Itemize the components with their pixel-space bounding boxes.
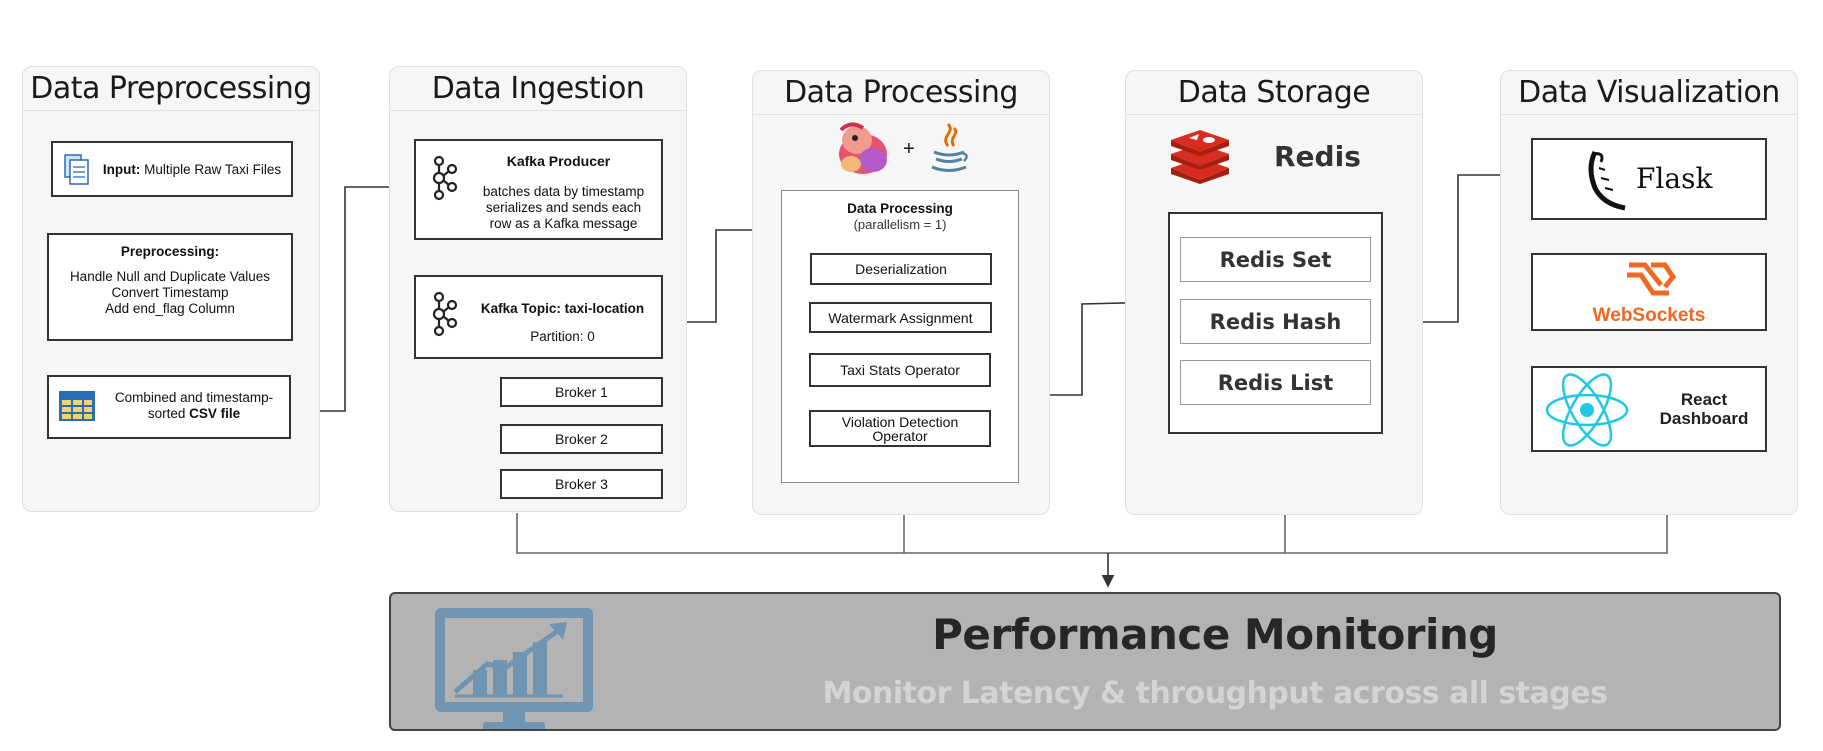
redis-title: Redis [1274,140,1361,173]
input-text: Multiple Raw Taxi Files [140,161,282,177]
operator-violation-detection: Violation Detection Operator [809,410,991,447]
kafka-icon [430,291,458,342]
producer-line-1: batches data by timestamp [482,184,645,199]
input-label: Input: [102,161,141,177]
flask-box: Flask [1531,138,1767,220]
csv-line-2: sorted [147,406,190,421]
websockets-icon [1625,259,1677,308]
preprocessing-title: Preprocessing: [120,244,220,259]
topic-title: Kafka Topic: taxi-location [480,301,645,316]
topic-partition: Partition: 0 [530,329,595,344]
operator-watermark: Watermark Assignment [809,302,992,333]
operator-taxi-stats: Taxi Stats Operator [809,353,991,387]
react-label-2: Dashboard [1659,409,1749,428]
kafka-topic-box: Kafka Topic: taxi-location Partition: 0 [414,275,663,359]
panel-title: Data Ingestion [390,67,686,111]
broker-2: Broker 2 [500,424,663,454]
performance-monitoring-banner: Performance Monitoring Monitor Latency &… [389,592,1781,731]
csv-line-1: Combined and timestamp- [114,390,274,405]
java-icon [928,120,970,181]
react-dashboard-box: React Dashboard [1531,366,1767,452]
processing-box-subtitle: (parallelism = 1) [853,217,947,232]
react-atom-icon [1544,366,1630,459]
csv-file-label: CSV file [189,406,241,421]
preprocessing-box: Preprocessing: Handle Null and Duplicate… [47,233,293,341]
producer-line-2: serializes and sends each [485,200,642,215]
panel-title: Data Processing [753,71,1049,115]
monitor-chart-icon [433,606,595,729]
broker-1: Broker 1 [500,377,663,407]
panel-title: Data Visualization [1501,71,1797,115]
redis-hash: Redis Hash [1180,299,1371,344]
producer-title: Kafka Producer [506,153,611,169]
flask-horn-icon [1585,148,1633,217]
csv-table-icon [59,391,95,426]
csv-output-box: Combined and timestamp- sorted CSV file [47,375,291,439]
prep-step-1: Handle Null and Duplicate Values [69,269,271,284]
redis-set: Redis Set [1180,237,1371,282]
websockets-box: WebSockets [1531,253,1767,331]
producer-line-3: row as a Kafka message [489,216,638,231]
input-box: Input: Multiple Raw Taxi Files [51,141,293,197]
files-icon [63,153,91,192]
react-label-1: React [1680,390,1728,409]
operator-deserialization: Deserialization [810,253,992,285]
redis-store-box: Redis Set Redis Hash Redis List [1168,212,1383,434]
prep-step-2: Convert Timestamp [111,285,229,300]
kafka-producer-box: Kafka Producer batches data by timestamp… [414,139,663,240]
processing-box-title: Data Processing [847,201,953,216]
plus-sign: + [903,138,915,160]
panel-title: Data Preprocessing [23,67,319,111]
websockets-label: WebSockets [1592,305,1706,326]
flask-label: Flask [1636,162,1713,195]
kafka-icon [430,155,458,206]
broker-3: Broker 3 [500,469,663,499]
redis-list: Redis List [1180,360,1371,405]
monitoring-title: Performance Monitoring [932,610,1498,659]
flink-squirrel-icon [833,120,893,183]
redis-logo-icon [1169,128,1231,189]
panel-title: Data Storage [1126,71,1422,115]
prep-step-3: Add end_flag Column [105,301,235,316]
monitoring-subtitle: Monitor Latency & throughput across all … [822,676,1608,711]
